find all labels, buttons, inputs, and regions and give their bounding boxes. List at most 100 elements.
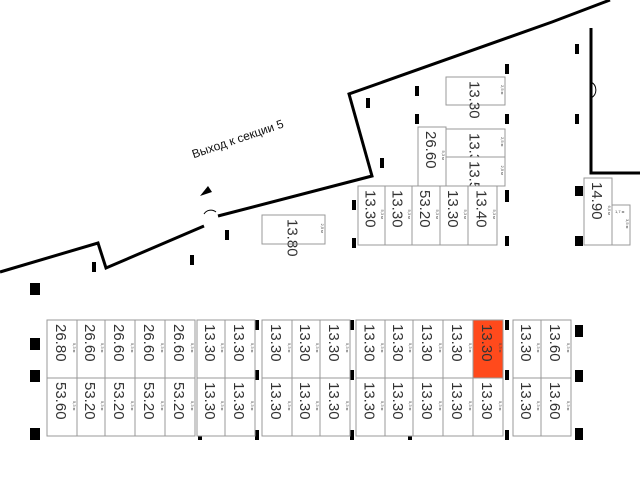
pillar bbox=[350, 430, 354, 440]
pillar bbox=[350, 320, 354, 330]
unit-area: 13.30 bbox=[230, 324, 247, 362]
unit-area: 26.60 bbox=[81, 324, 98, 362]
unit-outline bbox=[196, 377, 226, 437]
unit-dimension: 5,3 м bbox=[407, 210, 412, 220]
storage-unit[interactable]: 3,5 м1,7 м bbox=[611, 204, 631, 246]
unit-outline bbox=[412, 319, 444, 379]
unit-dimension: 6,0 м bbox=[607, 206, 612, 216]
unit-dimension: 5,3 м bbox=[72, 401, 77, 411]
unit-area: 13.30 bbox=[325, 324, 342, 362]
unit-outline bbox=[384, 319, 414, 379]
unit-dimension: 5,3 м bbox=[315, 343, 320, 353]
pillar bbox=[30, 370, 40, 382]
unit-outline bbox=[445, 156, 506, 187]
pillar bbox=[575, 114, 579, 124]
unit-outline bbox=[439, 185, 469, 246]
unit-outline bbox=[261, 377, 293, 437]
pillar bbox=[575, 44, 579, 54]
pillar bbox=[505, 370, 509, 380]
pillar bbox=[30, 428, 40, 440]
unit-dimension: 5,3 м bbox=[287, 343, 292, 353]
unit-area: 13.30 bbox=[517, 382, 534, 420]
outer-wall bbox=[0, 224, 205, 274]
unit-dimension: 5,3 м bbox=[498, 343, 503, 353]
pillar bbox=[505, 114, 509, 124]
unit-dimension: 5,3 м bbox=[438, 401, 443, 411]
unit-area: 13.30 bbox=[296, 324, 313, 362]
unit-area: 53.60 bbox=[52, 382, 69, 420]
unit-area: 13.30 bbox=[448, 324, 465, 362]
unit-dimension: 5,3 м bbox=[380, 210, 385, 220]
unit-dimension: 5,3 м bbox=[250, 401, 255, 411]
unit-dimension: 5,3 м bbox=[220, 343, 225, 353]
unit-dimension: 5,3 м bbox=[287, 401, 292, 411]
pillar bbox=[505, 320, 509, 330]
unit-area: 13.30 bbox=[267, 324, 284, 362]
unit-dimension: 5,3 м bbox=[72, 343, 77, 353]
unit-outline bbox=[472, 377, 504, 437]
unit-area: 53.20 bbox=[81, 382, 98, 420]
pillar bbox=[225, 230, 229, 240]
unit-outline bbox=[442, 319, 474, 379]
pillar bbox=[92, 262, 96, 272]
unit-outline bbox=[384, 185, 413, 246]
unit-outline bbox=[445, 76, 506, 106]
unit-outline bbox=[134, 319, 166, 379]
pillar bbox=[255, 370, 259, 380]
pillar bbox=[30, 283, 40, 295]
unit-area: 13.30 bbox=[418, 382, 435, 420]
unit-outline bbox=[224, 319, 256, 379]
unit-area: 13.40 bbox=[473, 190, 490, 228]
unit-area: 13.30 bbox=[466, 81, 483, 119]
unit-area: 13.30 bbox=[361, 382, 378, 420]
unit-area: 26.60 bbox=[170, 324, 187, 362]
unit-dimension: 5,3 м bbox=[492, 210, 497, 220]
unit-area: 13.30 bbox=[418, 324, 435, 362]
